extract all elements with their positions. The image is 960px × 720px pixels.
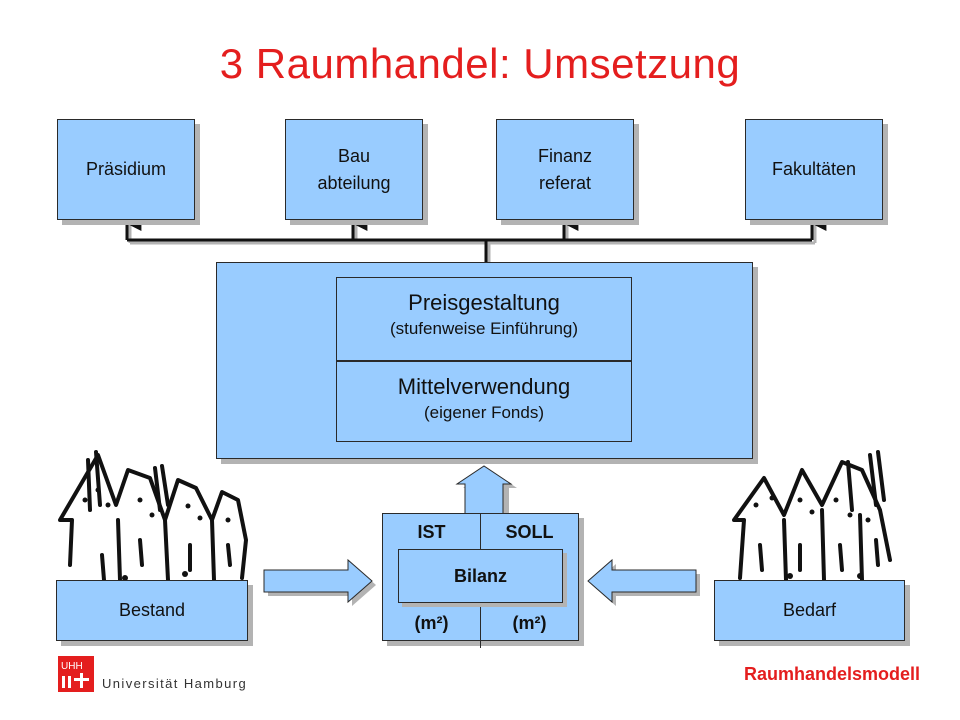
bestand-box: Bestand bbox=[56, 580, 248, 641]
left-arrow bbox=[587, 558, 700, 606]
soll-label: SOLL bbox=[505, 522, 554, 542]
mittelverwendung-box: Mittelverwendung (eigener Fonds) bbox=[336, 361, 632, 442]
bestand-label: Bestand bbox=[118, 600, 186, 621]
box-fakultaeten: Fakultäten bbox=[745, 119, 883, 220]
box-finanzreferat-line1: Finanz bbox=[537, 146, 593, 167]
box-praesidium: Präsidium bbox=[57, 119, 195, 220]
box-bauabteilung-line2: abteilung bbox=[317, 172, 391, 193]
footer-label: Raumhandelsmodell bbox=[743, 664, 920, 684]
right-arrow bbox=[263, 558, 376, 606]
ist-label: IST bbox=[417, 522, 446, 542]
preisgestaltung-box: Preisgestaltung (stufenweise Einführung) bbox=[336, 277, 632, 361]
preisgestaltung-subtitle: (stufenweise Einführung) bbox=[389, 319, 579, 338]
box-finanzreferat-line2: referat bbox=[538, 172, 592, 193]
bedarf-box: Bedarf bbox=[714, 580, 905, 641]
university-name: Universität Hamburg bbox=[102, 676, 248, 691]
box-bauabteilung-line1: Bau bbox=[337, 146, 370, 167]
mittelverwendung-subtitle: (eigener Fonds) bbox=[423, 403, 544, 422]
page-title: 3 Raumhandel: Umsetzung bbox=[219, 40, 741, 87]
svg-text:UHH: UHH bbox=[61, 661, 83, 672]
box-finanzreferat: Finanz referat bbox=[496, 119, 634, 220]
preisgestaltung-title: Preisgestaltung bbox=[408, 290, 560, 315]
mittelverwendung-title: Mittelverwendung bbox=[397, 374, 571, 399]
houses-left-illustration bbox=[58, 450, 248, 582]
org-connector-lines bbox=[123, 213, 827, 262]
bilanz-box: Bilanz bbox=[398, 549, 563, 603]
soll-unit: (m²) bbox=[512, 613, 547, 633]
bilanz-label: Bilanz bbox=[453, 565, 507, 586]
up-arrow bbox=[455, 465, 517, 520]
bedarf-label: Bedarf bbox=[782, 600, 837, 621]
houses-left-dots bbox=[82, 487, 231, 581]
box-fakultaeten-label: Fakultäten bbox=[771, 159, 857, 180]
box-bauabteilung: Bau abteilung bbox=[285, 119, 423, 220]
logo-mark-icon: UHH bbox=[58, 656, 94, 692]
box-praesidium-label: Präsidium bbox=[85, 159, 167, 180]
houses-right-illustration bbox=[732, 450, 892, 582]
ist-unit: (m²) bbox=[414, 613, 449, 633]
houses-right-dots bbox=[753, 495, 871, 579]
